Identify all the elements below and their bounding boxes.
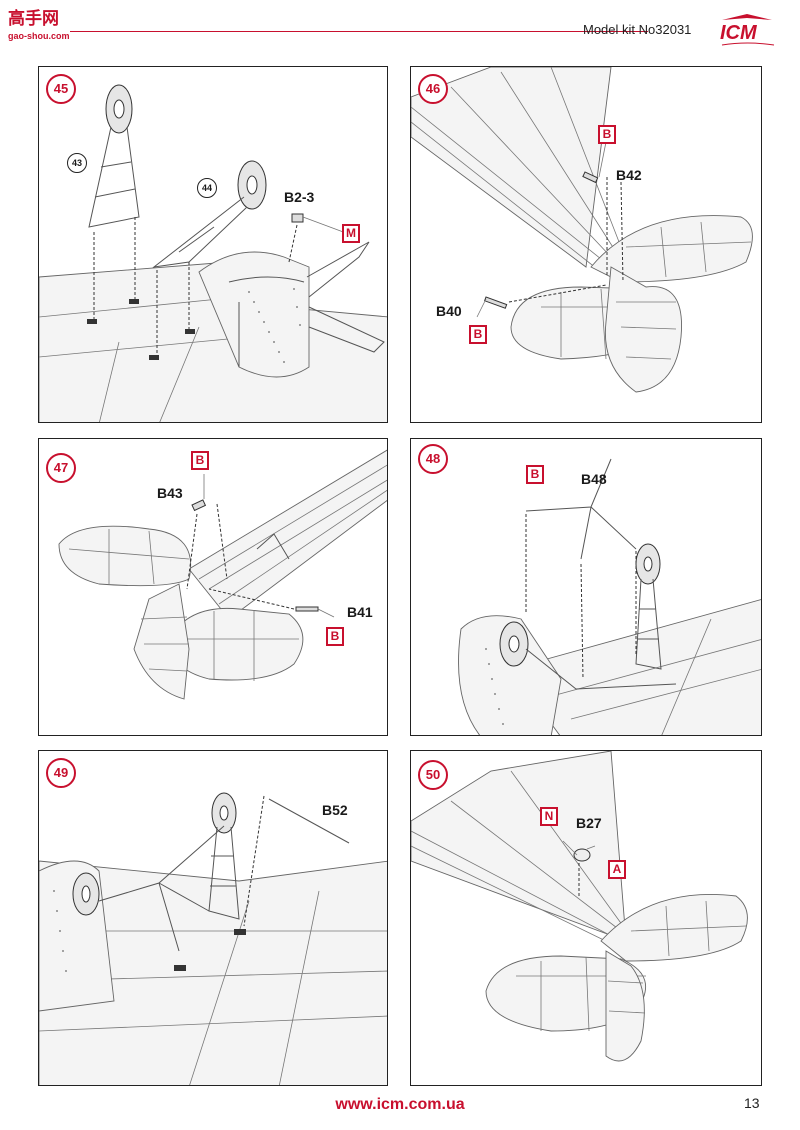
step-number: 47 (46, 453, 76, 483)
part-label-b43: B43 (157, 485, 183, 501)
step-45-panel: 45 43 44 B2-3 M (38, 66, 388, 423)
step-49-drawing (39, 792, 387, 1085)
step-46-panel: 46 B B42 B40 B (410, 66, 762, 423)
step-46-drawing (411, 67, 753, 393)
header-rule (70, 31, 648, 32)
step-49-panel: 49 B52 (38, 750, 388, 1086)
part-label-b2-3: B2-3 (284, 189, 315, 205)
part-label-b48: B48 (581, 471, 607, 487)
paint-tag-b: B (526, 465, 544, 484)
callout-44: 44 (197, 178, 217, 198)
step-48-drawing (458, 458, 761, 735)
step-45-drawing (39, 84, 387, 422)
step-47-panel: 47 B B43 B41 B (38, 438, 388, 736)
part-label-b52: B52 (322, 802, 348, 818)
page-number: 13 (744, 1095, 760, 1111)
step-48-panel: 48 B B48 (410, 438, 762, 736)
part-label-b41: B41 (347, 604, 373, 620)
icm-logo: ICM (720, 14, 775, 46)
step-50-panel: 50 N B27 A (410, 750, 762, 1086)
step-number: 46 (418, 74, 448, 104)
callout-43: 43 (67, 153, 87, 173)
step-number: 49 (46, 758, 76, 788)
svg-text:ICM: ICM (720, 22, 758, 44)
part-label-b42: B42 (616, 167, 642, 183)
paint-tag-b: B (598, 125, 616, 144)
paint-tag-a: A (608, 860, 626, 879)
watermark-logo: 高手网 gao-shou.com (6, 5, 76, 41)
paint-tag-b: B (326, 627, 344, 646)
step-47-drawing (58, 449, 387, 700)
svg-text:gao-shou.com: gao-shou.com (8, 31, 70, 41)
paint-tag-n: N (540, 807, 558, 826)
part-label-b40: B40 (436, 303, 462, 319)
step-number: 50 (418, 760, 448, 790)
paint-tag-m: M (342, 224, 360, 243)
part-label-b27: B27 (576, 815, 602, 831)
step-number: 48 (418, 444, 448, 474)
paint-tag-b: B (469, 325, 487, 344)
paint-tag-b: B (191, 451, 209, 470)
svg-text:高手网: 高手网 (8, 8, 59, 29)
model-kit-number: Model kit No32031 (583, 22, 692, 37)
step-50-drawing (411, 751, 748, 1062)
step-number: 45 (46, 74, 76, 104)
footer-website-link[interactable]: www.icm.com.ua (335, 1096, 465, 1113)
